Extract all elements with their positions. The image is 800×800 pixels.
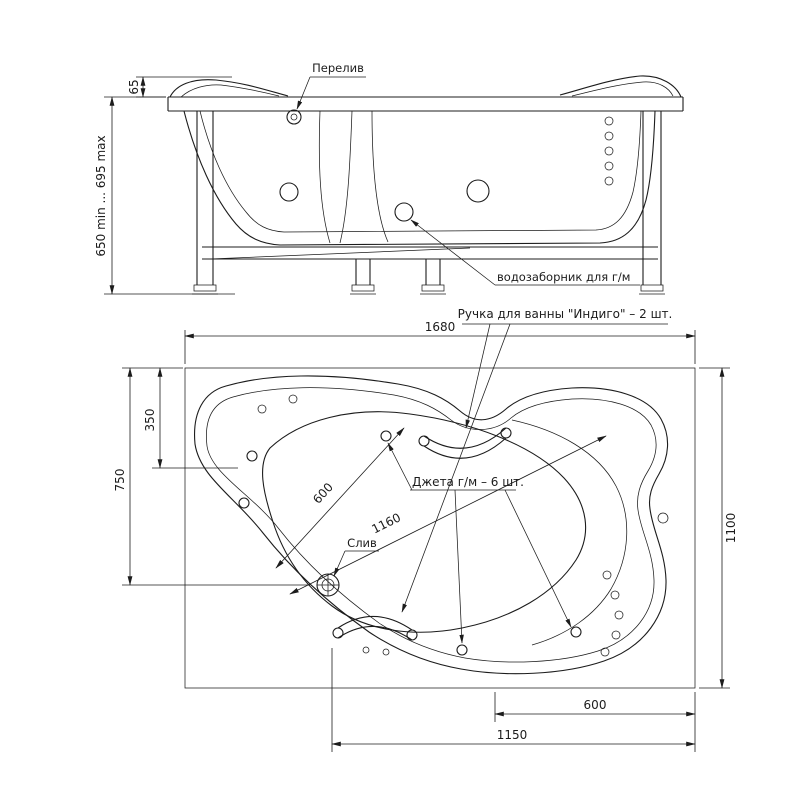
adjustable-feet [192,284,665,295]
plan-view: Слив Ручка для ванны "Индиго" – 2 шт. Дж… [113,307,738,752]
bowl-profile-inner [199,110,642,233]
dim-diag-600-text: 600 [310,480,336,506]
tub-bowl-outline [262,411,587,633]
tub-outer-outline [193,375,669,675]
rim-contour-right [559,75,682,98]
dim-bottom-1150-text: 1150 [497,728,528,742]
plan-bounding-rect [184,367,696,689]
water-intake-label: водозаборник для г/м [497,270,630,284]
tub-seat-contour [511,419,628,646]
air-jet-cluster [600,570,624,657]
handles-label: Ручка для ванны "Индиго" – 2 шт. [458,307,673,321]
dim-rim-height-text: 65 [127,79,141,94]
deck-hole-2 [288,394,298,404]
frame-brace [209,247,471,260]
overflow-label: Перелив [312,61,364,75]
dim-install-height: 650 min ... 695 max [94,96,235,295]
dim-bottom-1150: 1150 [331,648,696,752]
jets-leader-3 [504,489,572,628]
dim-width-1100: 1100 [699,367,738,689]
water-intake-leader [410,219,496,286]
dim-bottom-600-text: 600 [584,698,607,712]
rim-contour-left-inner [180,84,280,98]
drain-leader [333,550,346,577]
handles-leader-1 [465,323,491,429]
jets-label: Джета г/м – 6 шт. [412,475,524,489]
dim-length-text: 1680 [425,320,456,334]
jets-leader-2 [454,489,464,644]
drain [316,573,340,597]
elevation-view: Перелив водозаборник для г/м 65 650 min … [94,61,684,295]
bowl-section-lines [318,110,389,244]
frame-legs [196,111,662,285]
deck-hole-right [657,512,669,524]
rim-contour-right-inner [571,81,674,97]
handles-leader-2 [401,323,511,613]
dim-install-height-text: 650 min ... 695 max [94,135,108,256]
overflow-leader [296,76,311,110]
dim-left-350-text: 350 [143,409,157,432]
dim-width-text: 1100 [724,513,738,544]
dim-left-750: 750 [113,367,310,586]
side-jet-column [604,116,614,186]
water-intake-hole [394,202,414,222]
deck-hole-1 [257,404,267,414]
dim-left-750-text: 750 [113,469,127,492]
rim-band [167,96,684,112]
dim-diag-1160-text: 1160 [369,510,403,536]
frame-rails [202,246,658,260]
bowl-profile-outer [183,110,656,246]
handle-bottom [332,615,418,656]
overflow-hole [286,109,302,125]
overflow-hole-center [290,113,298,121]
rim-contour-left [169,79,289,98]
side-fitting-center [466,179,490,203]
drain-label: Слив [347,536,377,550]
dim-bottom-600: 600 [494,692,696,752]
dim-length-1680: 1680 [184,320,696,364]
jets-leader-1 [387,442,413,491]
side-fitting-left [279,182,299,202]
dim-diag-1160: 1160 [289,435,607,595]
dim-left-350: 350 [143,367,238,469]
